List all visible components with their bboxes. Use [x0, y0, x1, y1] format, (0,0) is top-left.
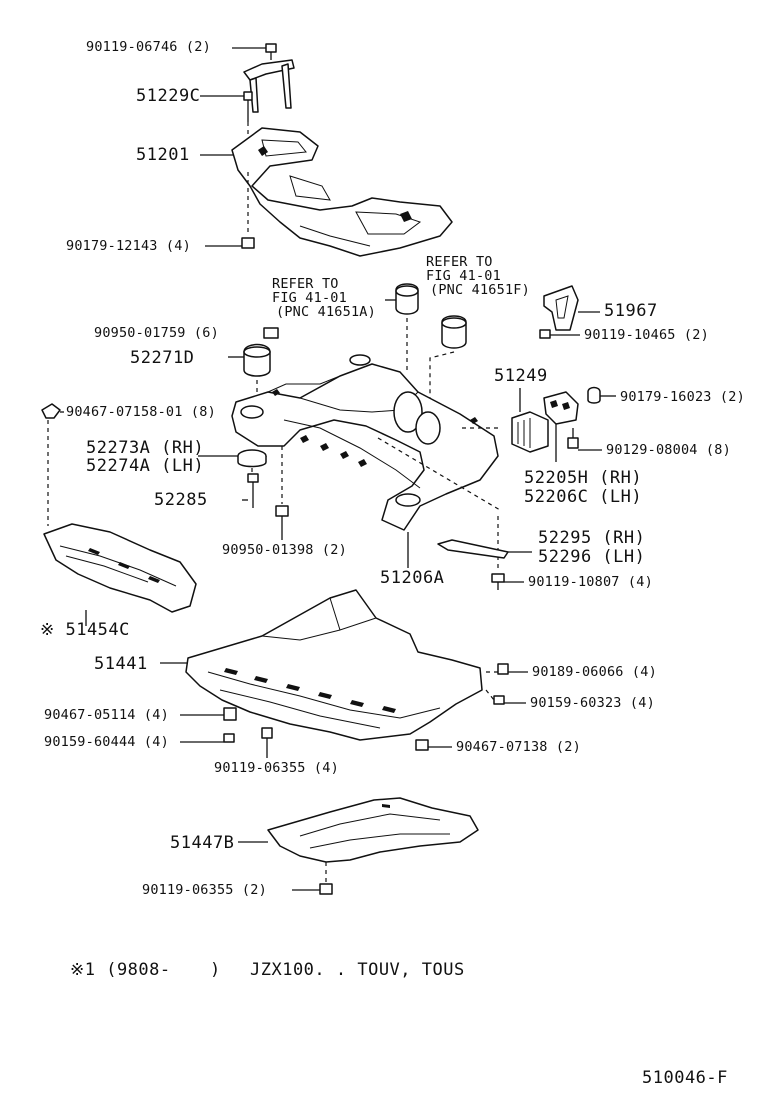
under-cover-51441 [160, 589, 483, 741]
clip-90467-07158-01 [41, 403, 64, 419]
nut-90179-16023 [587, 386, 616, 404]
bolt-90119-06746 [232, 43, 277, 60]
label-90467-07158-01: 90467-07158-01 (8) [66, 404, 216, 420]
crossmember-51201 [200, 127, 453, 257]
label-51229c: 51229C [136, 86, 201, 106]
brace-51229c [200, 59, 295, 122]
label-90159-60444: 90159-60444 (4) [44, 734, 169, 750]
label-90467-05114: 90467-05114 (4) [44, 707, 169, 723]
label-90950-01759: 90950-01759 (6) [94, 325, 219, 341]
bolt-52285 [242, 473, 259, 508]
label-refer-a-line3: (PNC 41651A) [276, 304, 376, 320]
label-90159-60323: 90159-60323 (4) [530, 695, 655, 711]
footnote-mark: ※1 (9808- [70, 960, 171, 980]
cushion-52273a [198, 449, 267, 468]
bolt-90159-60323 [493, 695, 526, 705]
label-90950-01398: 90950-01398 (2) [222, 542, 347, 558]
stopper-51249 [511, 388, 549, 453]
label-90119-10807: 90119-10807 (4) [528, 574, 653, 590]
label-52206c: 52206C (LH) [524, 487, 643, 507]
label-52285: 52285 [154, 490, 208, 510]
label-52205h: 52205H (RH) [524, 468, 643, 488]
bolt-90159-60444 [180, 733, 235, 743]
nut-90467-05114 [180, 707, 237, 721]
label-90179-16023: 90179-16023 (2) [620, 389, 745, 405]
bolt-90129-08004 [567, 428, 602, 451]
bolt-90119-06355-a [261, 727, 273, 758]
label-90189-06066: 90189-06066 (4) [532, 664, 657, 680]
stopper-90950-01398 [275, 505, 289, 540]
bracket-51967 [539, 285, 600, 339]
footnote-close-paren: ) [210, 960, 221, 980]
bushing-41651f [441, 315, 467, 349]
label-90467-07138: 90467-07138 (2) [456, 739, 581, 755]
label-refer-f-line3: (PNC 41651F) [430, 282, 530, 298]
label-52295: 52295 (RH) [538, 528, 646, 548]
label-51441: 51441 [94, 654, 148, 674]
label-90129-08004: 90129-08004 (8) [606, 442, 731, 458]
clip-90467-07138 [415, 739, 452, 751]
label-90119-06355-b: 90119-06355 (2) [142, 882, 267, 898]
figure-id: 510046-F [642, 1068, 728, 1088]
label-refer-a-line1: REFER TO [272, 276, 339, 292]
label-90119-06746: 90119-06746 (2) [86, 39, 211, 55]
bushing-41651a [385, 283, 419, 315]
suspension-member-51206a [231, 354, 499, 531]
cover-51454c [43, 523, 197, 626]
clip-90189-06066 [497, 663, 528, 675]
label-51447b: 51447B [170, 833, 235, 853]
bolt-90119-06355-b [292, 883, 333, 895]
brace-52295 [437, 539, 532, 559]
label-refer-f-line2: FIG 41-01 [426, 268, 501, 284]
label-refer-a-line2: FIG 41-01 [272, 290, 347, 306]
bolt-90119-10807 [491, 573, 524, 590]
label-90179-12143: 90179-12143 (4) [66, 238, 191, 254]
label-52274a: 52274A (LH) [86, 456, 205, 476]
cushion-52271d [228, 343, 271, 377]
label-51201: 51201 [136, 145, 190, 165]
label-52273a: 52273A (RH) [86, 438, 205, 458]
label-52271d: 52271D [130, 348, 195, 368]
label-51206a: 51206A [380, 568, 445, 588]
label-51249: 51249 [494, 366, 548, 386]
label-52296: 52296 (LH) [538, 547, 646, 567]
label-refer-f-line1: REFER TO [426, 254, 493, 270]
label-90119-10465: 90119-10465 (2) [584, 327, 709, 343]
mount-52205h [543, 391, 579, 462]
label-90119-06355-a: 90119-06355 (4) [214, 760, 339, 776]
label-51967: 51967 [604, 301, 658, 321]
stopper-90950-01759 [263, 327, 279, 339]
label-51454c: ※ 51454C [40, 620, 130, 640]
cover-51447b [238, 797, 479, 863]
nut-90179-12143 [205, 237, 255, 249]
footnote-models: JZX100. . TOUV, TOUS [250, 960, 465, 980]
